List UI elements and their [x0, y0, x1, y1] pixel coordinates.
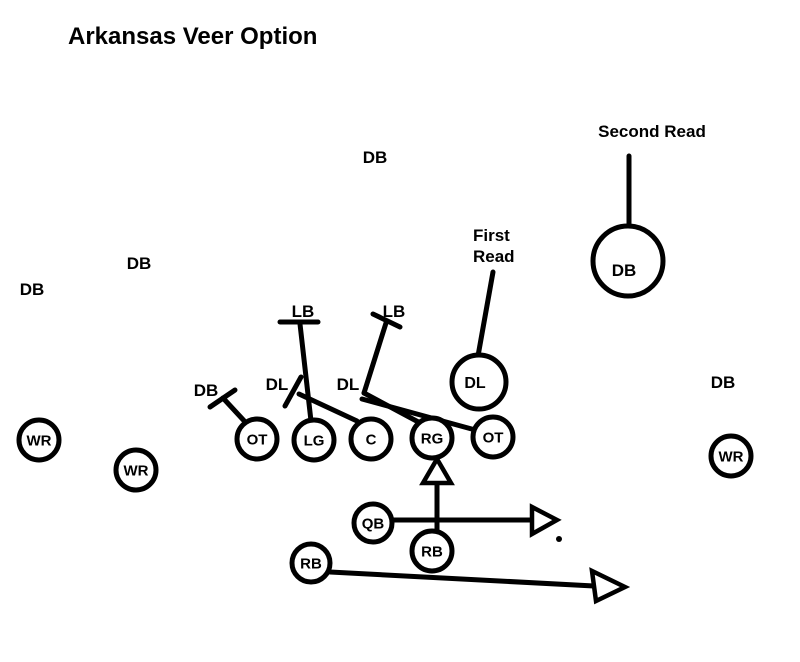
- player-node-wr-left-outer: [16, 417, 62, 463]
- player-node-ot-right: [470, 414, 516, 460]
- diagram-graphics: WR WR OT LG C RG OT WR QB RB RB DL DB DB DB DB DB DB LB LB D…: [16, 122, 754, 605]
- player-label-ot-right: OT: [483, 429, 504, 446]
- player-node-db-second-read: [590, 223, 666, 299]
- qb-pitch-arrow-head: [529, 503, 562, 538]
- defender-label-db-right: DB: [711, 373, 736, 392]
- player-label-rg: RG: [421, 430, 444, 447]
- player-node-dl-first-read: [449, 352, 509, 412]
- player-node-rb-pitch: [289, 541, 333, 585]
- rb-dive-arrow-head: [419, 454, 455, 486]
- defender-label-lb-left: LB: [292, 302, 315, 321]
- first-read-label-line-2: Read: [473, 247, 515, 266]
- lb-right-block-bar: [370, 311, 403, 330]
- player-node-ot-left: [234, 416, 280, 462]
- player-node-center: [348, 416, 394, 462]
- defender-label-db-near-ot: DB: [194, 381, 219, 400]
- player-node-wr-right: [708, 433, 754, 479]
- player-label-qb: QB: [362, 515, 385, 532]
- pitch-dot: [556, 536, 562, 542]
- player-label-center: C: [366, 431, 377, 448]
- defender-label-lb-right: LB: [383, 302, 406, 321]
- first-read-label-line-1: First: [473, 226, 510, 245]
- player-label-wr-left-slot: WR: [124, 462, 149, 479]
- page-title: Arkansas Veer Option: [68, 23, 317, 50]
- player-node-rg: [409, 415, 455, 461]
- player-label-lg: LG: [304, 432, 325, 449]
- defender-label-dl-left: DL: [266, 375, 289, 394]
- player-label-rb-pitch: RB: [300, 555, 322, 572]
- player-node-wr-left-slot: [113, 447, 159, 493]
- ot-left-to-db-line: [220, 395, 251, 428]
- defender-label-db-upper-left: DB: [127, 254, 152, 273]
- player-node-rb-dive: [409, 528, 455, 574]
- player-label-rb-dive: RB: [421, 543, 443, 560]
- ot-right-to-dl-line: [359, 396, 482, 434]
- defender-label-db-far-left: DB: [20, 280, 45, 299]
- player-label-db-second-read: DB: [612, 261, 637, 280]
- lb-right-line: [361, 320, 389, 396]
- lg-to-lb-line: [297, 321, 314, 424]
- player-label-dl-first-read: DL: [464, 375, 486, 392]
- defender-label-dl-right: DL: [337, 375, 360, 394]
- defender-label-db-deep-middle: DB: [363, 148, 388, 167]
- dl-left-cut-mark: [282, 374, 304, 409]
- player-node-lg: [291, 417, 337, 463]
- player-node-qb: [351, 501, 395, 545]
- first-read-pointer: [475, 269, 496, 359]
- player-label-ot-left: OT: [247, 431, 268, 448]
- rb-pitch-arrow-shaft: [327, 569, 597, 589]
- player-label-wr-right: WR: [719, 448, 744, 465]
- second-read-label-line-1: Second Read: [598, 122, 706, 141]
- center-to-dl-line: [296, 391, 360, 424]
- player-label-wr-left-outer: WR: [27, 432, 52, 449]
- rb-pitch-arrow-head: [589, 567, 631, 605]
